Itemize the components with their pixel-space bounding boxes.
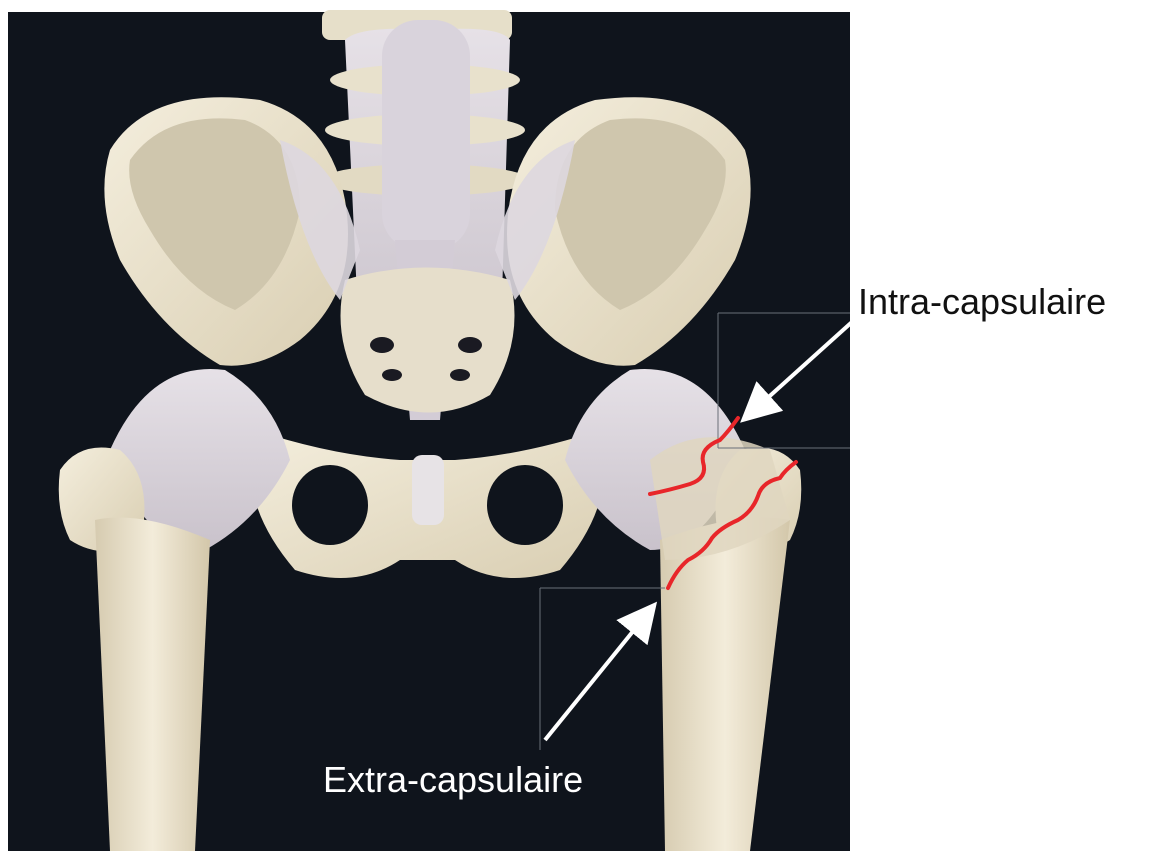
intra-capsular-label: Intra-capsulaire <box>858 284 1106 320</box>
sacrum <box>341 268 515 413</box>
left-femur <box>95 518 210 851</box>
extra-capsular-label: Extra-capsulaire <box>323 762 583 798</box>
